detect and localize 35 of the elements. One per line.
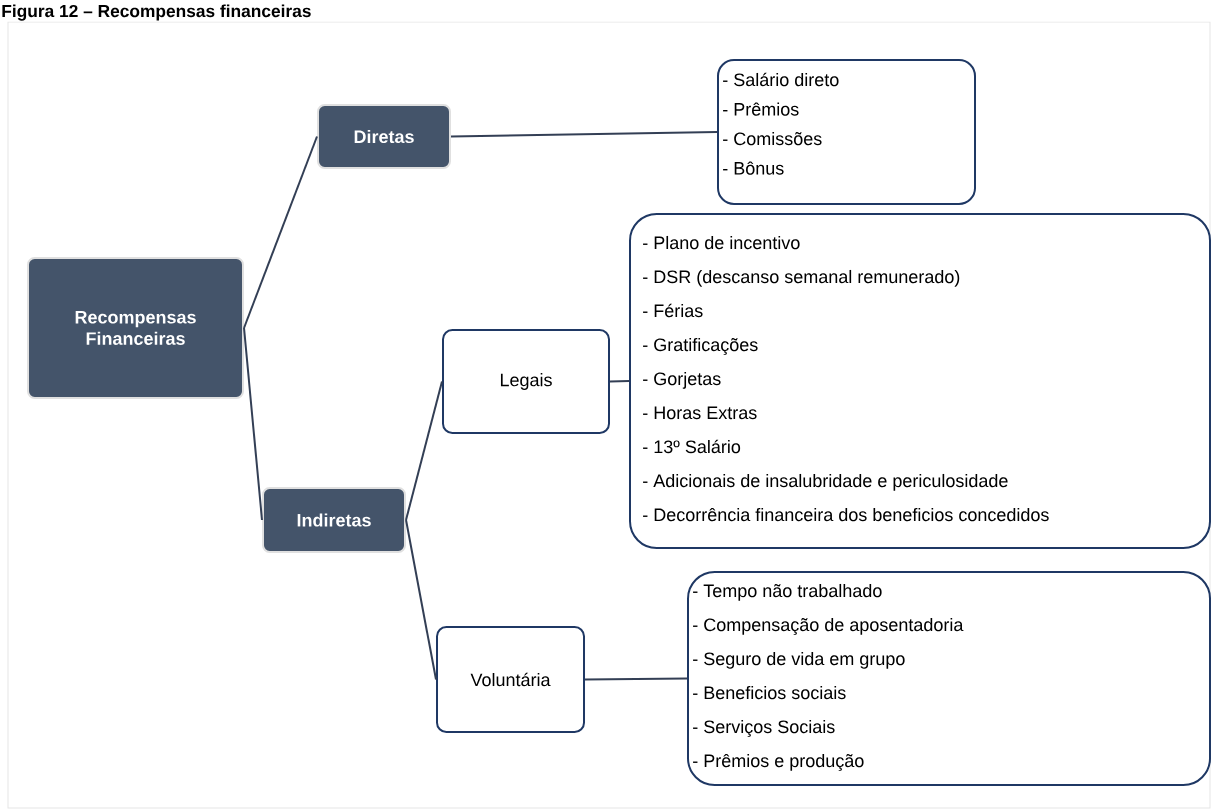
list-item: - Férias (643, 303, 703, 318)
list-box (687, 571, 1211, 786)
list-item: - Gratificações (643, 337, 758, 355)
connector-line (243, 135, 318, 329)
list-item: - Horas Extras (643, 406, 757, 420)
category-box: Voluntária (436, 626, 585, 733)
connector-line (243, 327, 263, 521)
connector-line (450, 131, 718, 138)
list-box (717, 59, 976, 205)
list-item: - Serviços Sociais (693, 719, 835, 737)
list-item: - Adicionais de insalubridade e periculosidade (643, 473, 1008, 491)
list-item: - DSR (descanso semanal remunerado) (643, 269, 960, 287)
list-item: - Compensação de aposentadoria (693, 617, 964, 635)
list-item: - Plano de incentivo (643, 235, 800, 250)
connector-line (609, 380, 630, 383)
list-item: - Salário direto (723, 72, 839, 87)
connector-line (405, 380, 443, 521)
connector-line (584, 677, 688, 681)
list-item: - Tempo não trabalhado (693, 583, 882, 601)
category-box: Recompensas Financeiras (27, 257, 244, 399)
category-box: Indiretas (262, 487, 406, 553)
list-item: - 13º Salário (643, 439, 741, 454)
list-item: - Bônus (723, 161, 784, 175)
list-item: - Prêmios e produção (693, 753, 864, 771)
connector-line (405, 519, 437, 681)
list-item: - Gorjetas (643, 371, 721, 389)
list-item: - Prêmios (723, 102, 799, 116)
figure-title: Figura 12 – Recompensas financeiras (2, 4, 311, 21)
list-item: - Seguro de vida em grupo (693, 651, 905, 669)
list-item: - Comissões (723, 131, 822, 146)
category-box: Legais (442, 329, 610, 434)
list-item: - Beneficios sociais (693, 685, 846, 700)
list-box (629, 213, 1211, 549)
list-item: - Decorrência financeira dos beneficios concedidos (643, 507, 1049, 522)
category-box: Diretas (317, 104, 451, 169)
